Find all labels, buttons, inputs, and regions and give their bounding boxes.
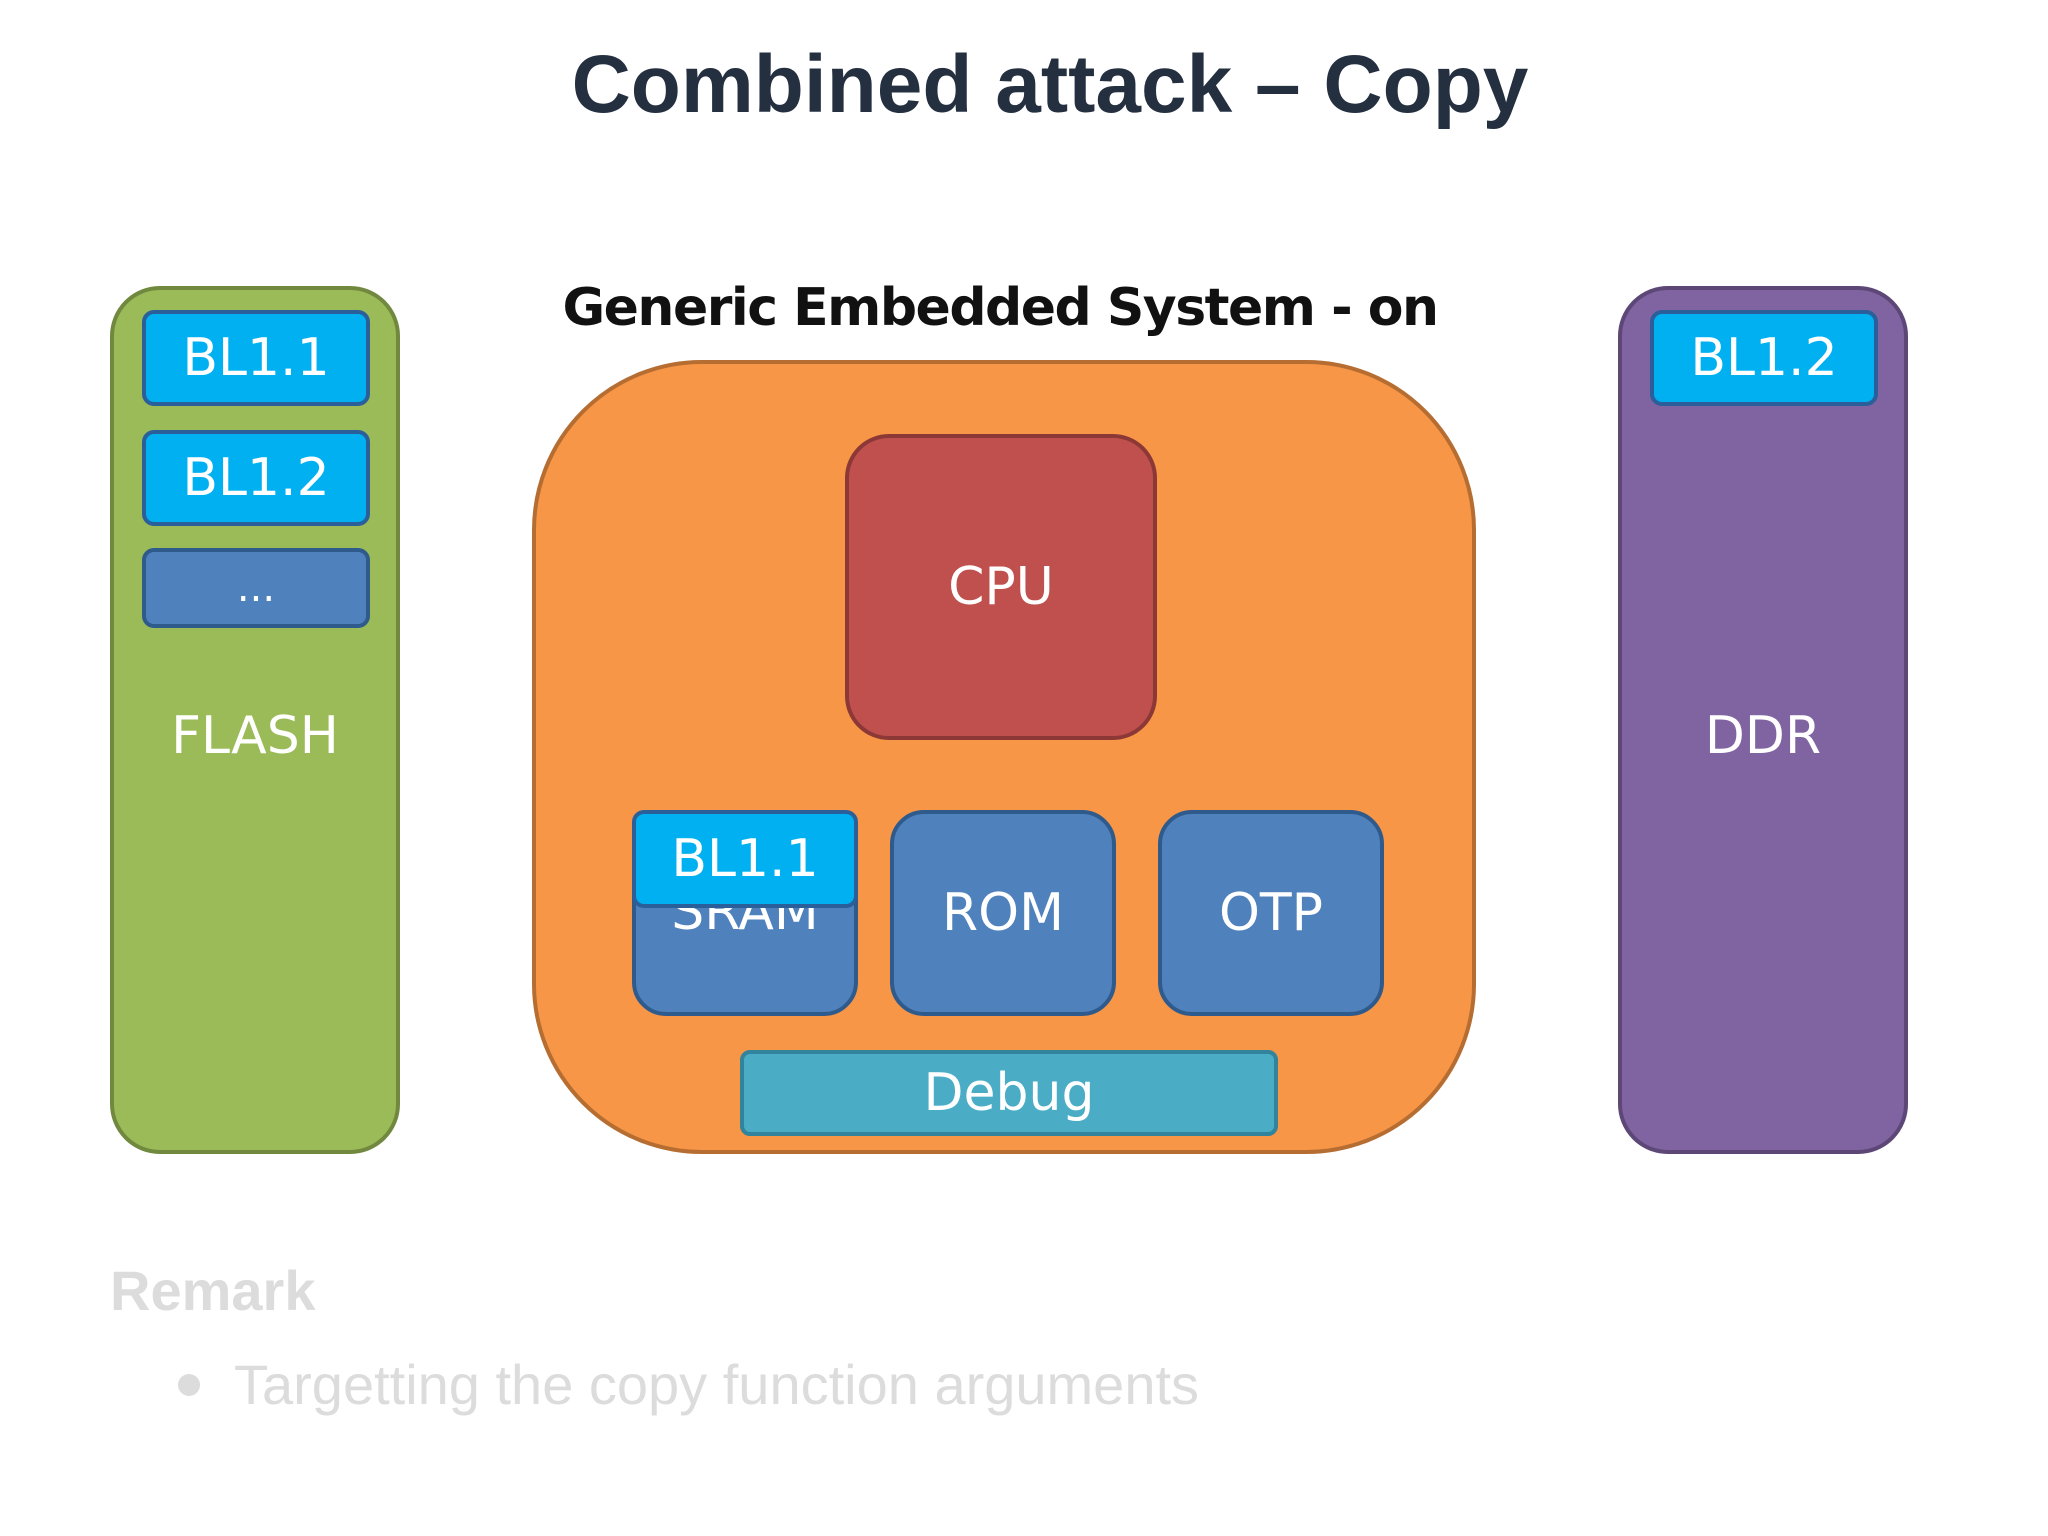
ddr-block: DDR xyxy=(1618,286,1908,1154)
system-label: Generic Embedded System - on xyxy=(562,278,1439,338)
sram-chip-bl1-1: BL1.1 xyxy=(632,810,858,908)
rom-block: ROM xyxy=(890,810,1116,1016)
ddr-label: DDR xyxy=(1704,706,1822,766)
remark-bullet: Targetting the copy function arguments xyxy=(178,1352,1199,1417)
flash-chip-bl1-1: BL1.1 xyxy=(142,310,370,406)
flash-label: FLASH xyxy=(171,706,339,766)
cpu-block: CPU xyxy=(845,434,1157,740)
remark-heading: Remark xyxy=(110,1259,316,1322)
otp-block: OTP xyxy=(1158,810,1384,1016)
slide-title: Combined attack – Copy xyxy=(571,39,1529,130)
debug-block: Debug xyxy=(740,1050,1278,1136)
remark-bullet-text: Targetting the copy function arguments xyxy=(234,1353,1200,1416)
bullet-dot-icon xyxy=(178,1373,200,1396)
flash-chip-more: ... xyxy=(142,548,370,628)
flash-chip-bl1-2: BL1.2 xyxy=(142,430,370,526)
ddr-chip-bl1-2: BL1.2 xyxy=(1650,310,1878,406)
flash-block: FLASH xyxy=(110,286,400,1154)
